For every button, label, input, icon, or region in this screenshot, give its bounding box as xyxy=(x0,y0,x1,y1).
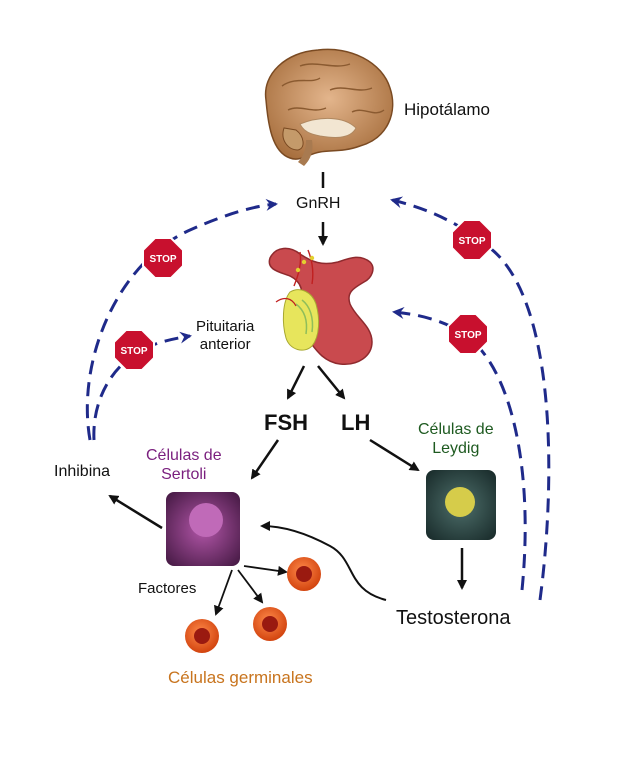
stop-sign-icon: STOP xyxy=(113,329,155,371)
leydig-label-line2: Leydig xyxy=(432,440,480,458)
leydig-label-line1: Células de xyxy=(418,421,494,438)
germ-cell-icon xyxy=(287,557,321,591)
sertoli-to-inhibina-arrow xyxy=(108,494,163,530)
testosterone-to-pituitary-feedback-arrow xyxy=(392,307,527,591)
germ-cells-label: Células germinales xyxy=(168,668,313,687)
sertoli-label: Células de Sertoli xyxy=(146,446,222,484)
stop-sign-icon: STOP xyxy=(451,219,493,261)
brain-icon xyxy=(264,48,394,166)
fsh-label: FSH xyxy=(264,410,308,435)
pituitary-gland-icon xyxy=(268,247,374,365)
factores-label: Factores xyxy=(138,580,197,597)
sertoli-cell-icon xyxy=(166,492,240,566)
stop-sign-icon: STOP xyxy=(142,237,184,279)
pituitary-to-lh-arrow xyxy=(317,365,346,400)
stop-sign-label: STOP xyxy=(458,236,485,247)
fsh-to-sertoli-arrow xyxy=(250,439,280,480)
pituitary-label-line1: Pituitaria xyxy=(196,318,255,335)
gnrh-label: GnRH xyxy=(296,195,341,212)
leydig-label: Células de Leydig xyxy=(418,420,494,458)
sertoli-label-line2: Sertoli xyxy=(161,466,207,484)
factores-arrow-1 xyxy=(214,569,233,616)
pituitary-label-line2: anterior xyxy=(199,336,251,353)
stop-sign-label: STOP xyxy=(149,254,176,265)
lh-to-leydig-arrow xyxy=(369,438,420,472)
stop-sign-icon: STOP xyxy=(447,313,489,355)
inhibina-to-pituitary-feedback-arrow xyxy=(92,331,192,441)
stop-sign-label: STOP xyxy=(454,330,481,341)
factores-arrow-2 xyxy=(237,569,264,604)
testosterone-to-sertoli-arrow xyxy=(260,521,387,601)
pituitary-label: Pituitaria anterior xyxy=(196,318,254,354)
sertoli-label-line1: Células de xyxy=(146,447,222,464)
pituitary-to-fsh-arrow xyxy=(286,365,306,400)
testosterone-label: Testosterona xyxy=(396,607,511,629)
stop-sign-label: STOP xyxy=(120,346,147,357)
lh-label: LH xyxy=(341,410,371,435)
factores-arrow-3 xyxy=(243,565,288,576)
inhibina-label: Inhibina xyxy=(54,463,111,480)
testosterone-to-hypothalamus-feedback-arrow xyxy=(390,196,551,601)
germ-cell-icon xyxy=(185,619,219,653)
hypothalamus-label: Hipotálamo xyxy=(404,100,490,119)
germ-cell-icon xyxy=(253,607,287,641)
leydig-cell-icon xyxy=(426,470,496,540)
